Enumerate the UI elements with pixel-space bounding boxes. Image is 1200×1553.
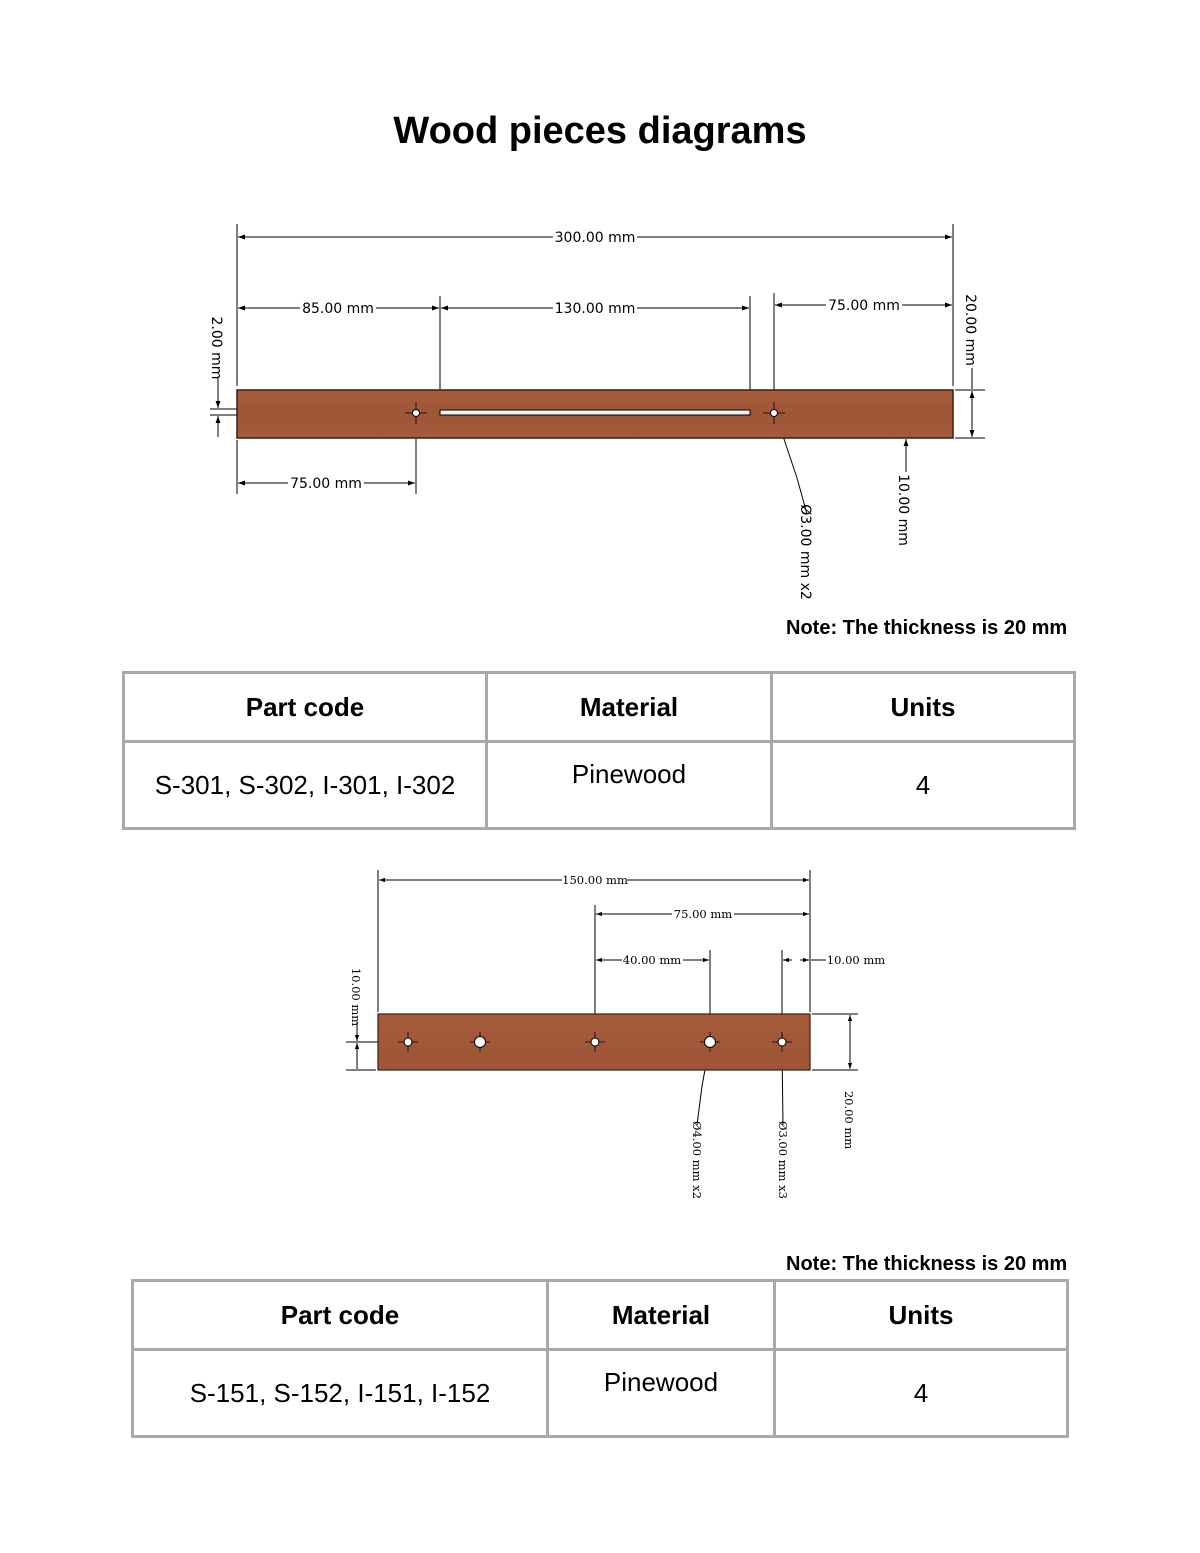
dim-130: 130.00 mm — [555, 301, 636, 317]
header-part-code: Part code — [131, 1279, 549, 1351]
piece2-parts-table: Part code Material Units S-151, S-152, I… — [131, 1279, 1069, 1438]
piece1-parts-table: Part code Material Units S-301, S-302, I… — [122, 671, 1076, 830]
dim-overall-300: 300.00 mm — [555, 230, 636, 246]
piece2-hole-4 — [704, 1036, 716, 1048]
piece1-hole-left — [412, 409, 420, 417]
piece2-hole-3 — [590, 1037, 600, 1047]
dim2-75: 75.00 mm — [674, 907, 732, 921]
table-row: S-151, S-152, I-151, I-152 Pinewood 4 — [131, 1348, 1069, 1438]
cell-units: 4 — [770, 740, 1076, 830]
piece2-hole-5 — [777, 1037, 787, 1047]
dim2-height-20: 20.00 mm — [842, 1091, 856, 1149]
piece2-hole-1 — [403, 1037, 413, 1047]
cell-material: Pinewood — [485, 740, 773, 830]
dim2-small-hole: Ø3.00 mm x3 — [776, 1121, 790, 1199]
piece1-note: Note: The thickness is 20 mm — [786, 617, 1068, 639]
dim-height-20: 20.00 mm — [962, 294, 978, 366]
cell-part-code: S-151, S-152, I-151, I-152 — [131, 1348, 549, 1438]
piece1-hole-right — [770, 409, 778, 417]
table-header-row: Part code Material Units — [122, 671, 1076, 743]
dim2-10-edge: 10.00 mm — [827, 953, 885, 967]
dim-hole-dia-3: Ø3.00 mm x2 — [797, 504, 813, 600]
dim-75-bottom: 75.00 mm — [290, 476, 362, 492]
dim2-overall-150: 150.00 mm — [562, 873, 628, 887]
dim2-40: 40.00 mm — [623, 953, 681, 967]
header-material: Material — [485, 671, 773, 743]
header-material: Material — [546, 1279, 776, 1351]
dim-slot-2: 2.00 mm — [208, 317, 224, 380]
header-units: Units — [770, 671, 1076, 743]
dim-center-10: 10.00 mm — [895, 474, 911, 546]
header-part-code: Part code — [122, 671, 488, 743]
piece1-slot — [439, 409, 751, 416]
cell-part-code: S-301, S-302, I-301, I-302 — [122, 740, 488, 830]
table-row: S-301, S-302, I-301, I-302 Pinewood 4 — [122, 740, 1076, 830]
page-title: Wood pieces diagrams — [393, 110, 807, 152]
cell-units: 4 — [773, 1348, 1069, 1438]
dim-85: 85.00 mm — [302, 301, 374, 317]
dim-75-right: 75.00 mm — [828, 298, 900, 314]
header-units: Units — [773, 1279, 1069, 1351]
piece2-note: Note: The thickness is 20 mm — [786, 1253, 1068, 1275]
dim2-10-center: 10.00 mm — [349, 968, 363, 1026]
cell-material: Pinewood — [546, 1348, 776, 1438]
piece2-hole-2 — [474, 1036, 486, 1048]
dim2-large-hole: Ø4.00 mm x2 — [690, 1121, 704, 1199]
table-header-row: Part code Material Units — [131, 1279, 1069, 1351]
